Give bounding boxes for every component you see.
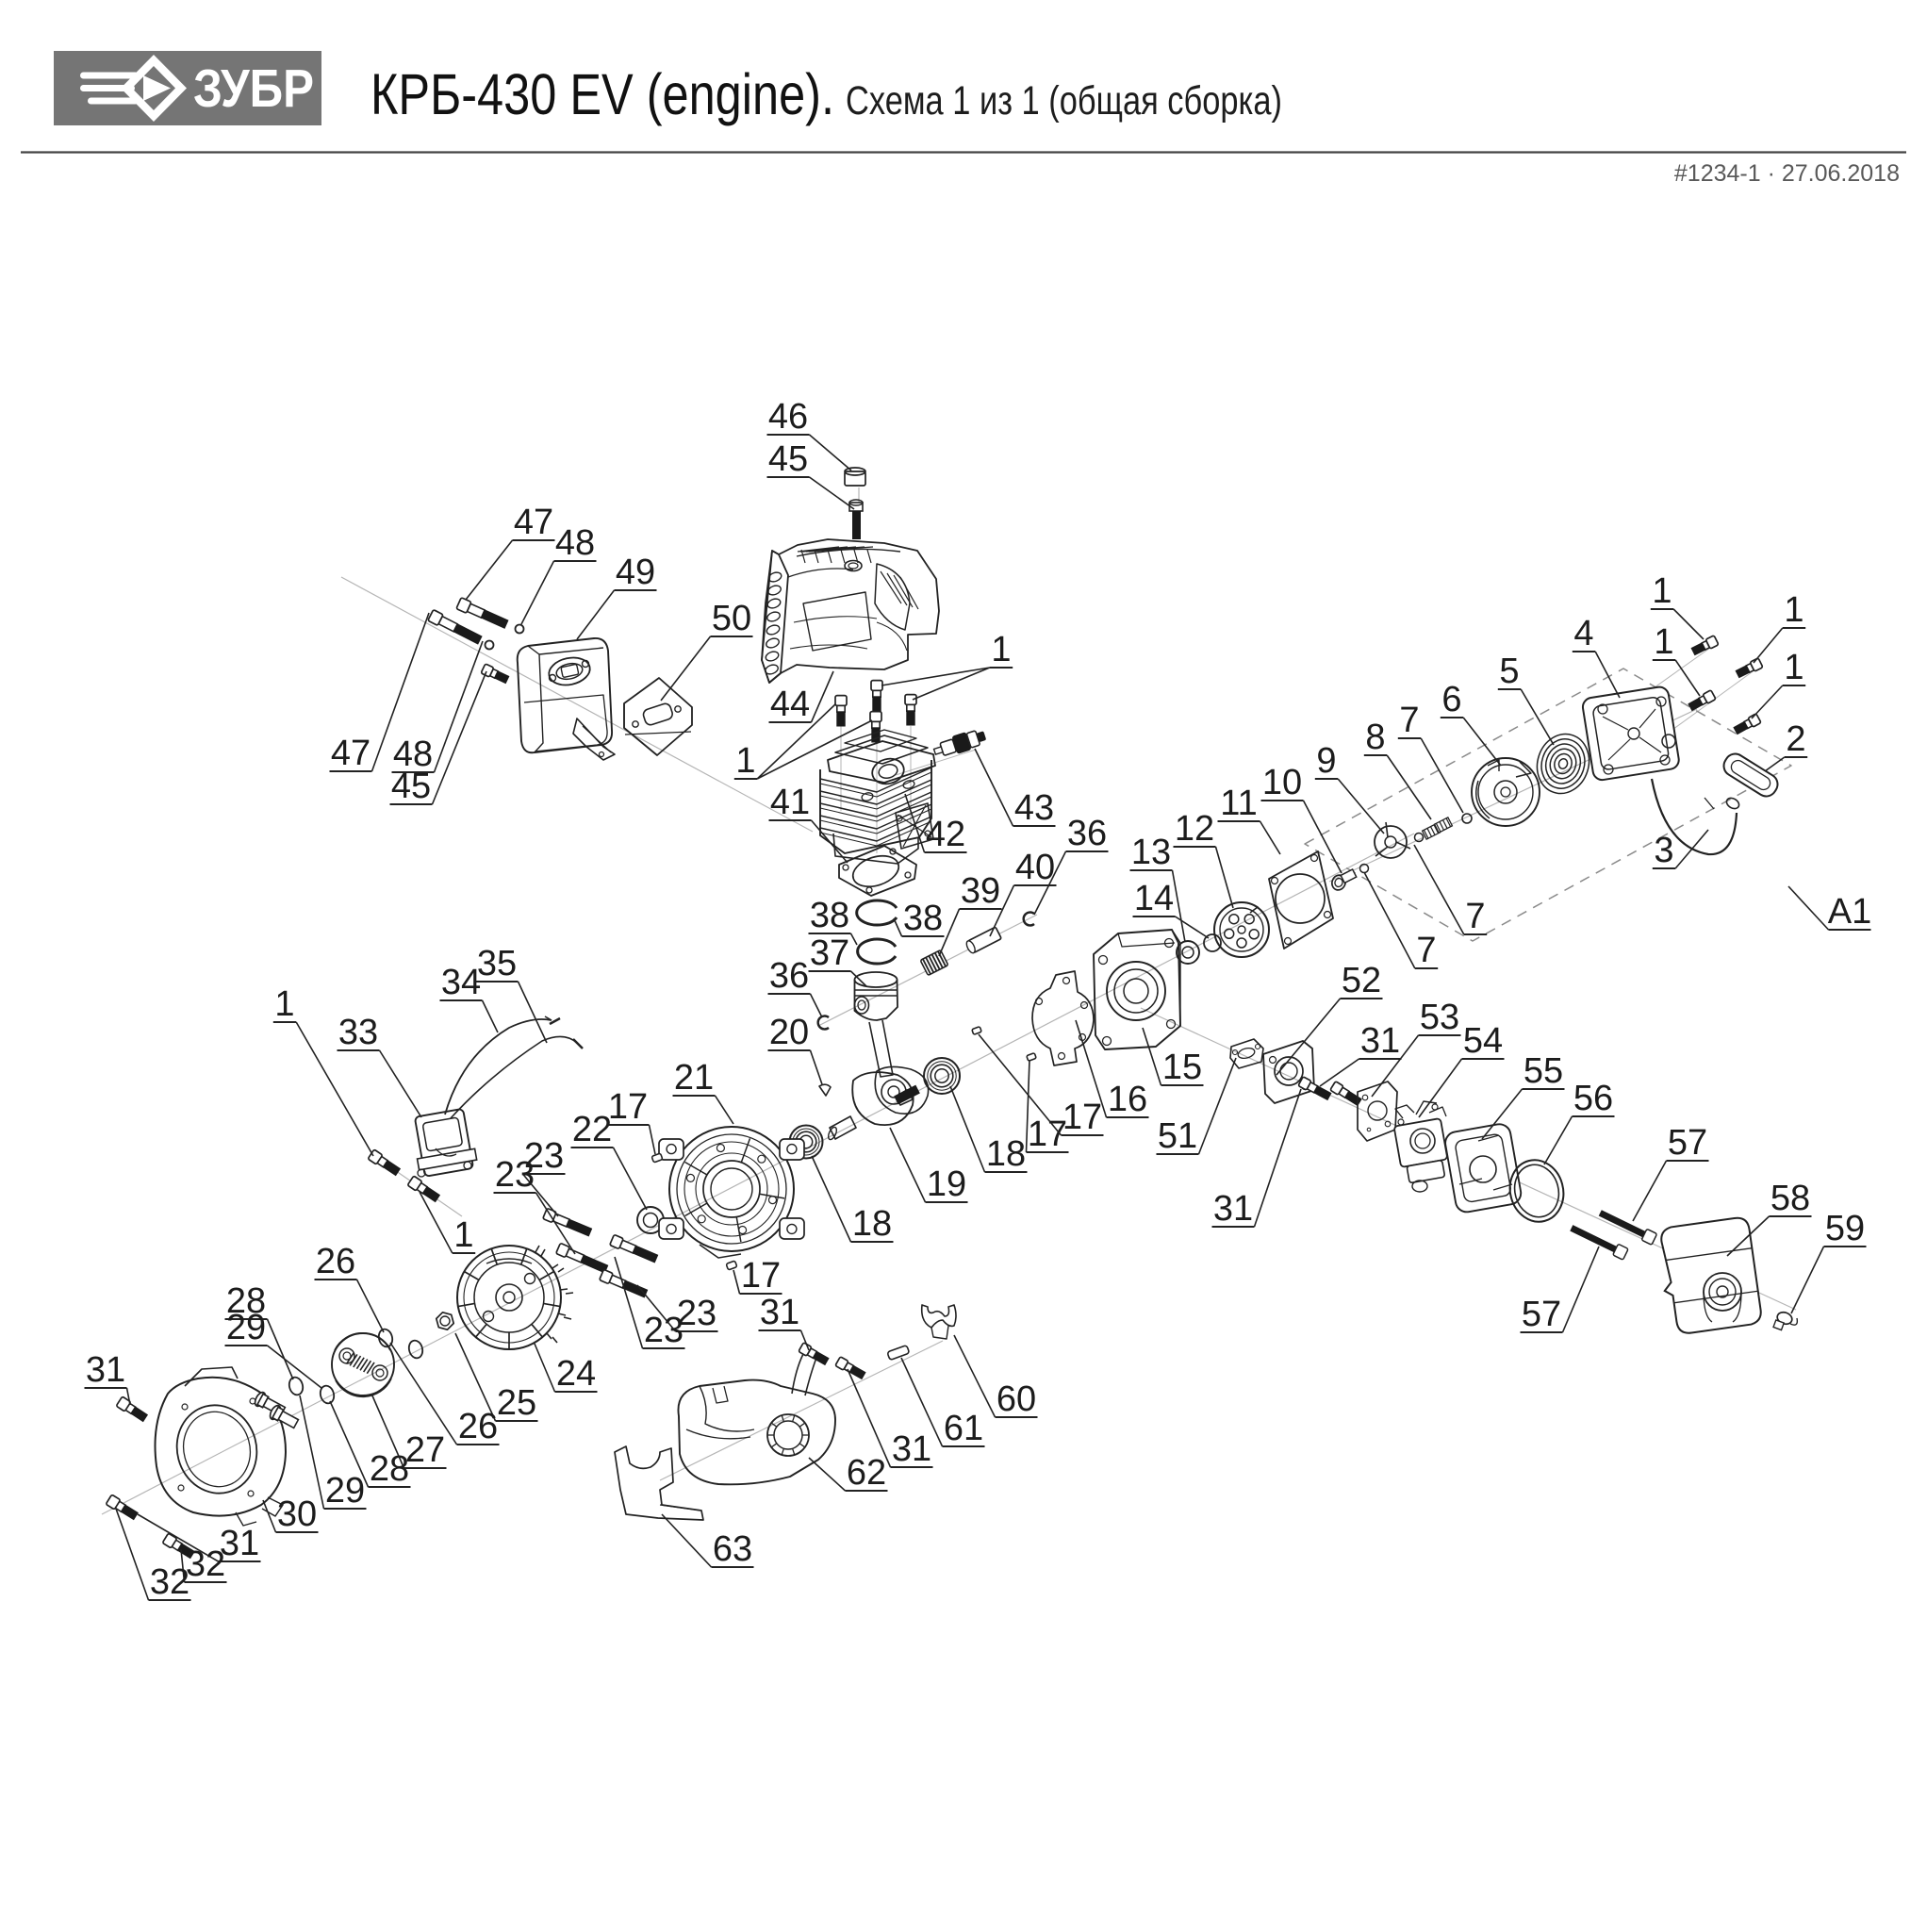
svg-text:21: 21 [674,1058,714,1098]
svg-text:31: 31 [1360,1021,1400,1061]
svg-text:29: 29 [325,1471,365,1511]
svg-text:50: 50 [712,599,751,638]
svg-text:63: 63 [713,1529,752,1569]
svg-text:22: 22 [572,1110,612,1149]
svg-text:52: 52 [1342,961,1381,1000]
svg-text:7: 7 [1465,897,1485,936]
svg-text:47: 47 [514,503,553,542]
svg-text:23: 23 [677,1294,716,1333]
svg-text:35: 35 [477,944,517,983]
svg-text:42: 42 [926,815,965,854]
svg-text:54: 54 [1463,1021,1503,1061]
svg-text:1: 1 [1784,648,1803,687]
svg-text:32: 32 [186,1544,225,1584]
svg-text:24: 24 [556,1354,596,1394]
svg-text:6: 6 [1441,680,1461,719]
svg-text:31: 31 [892,1429,931,1469]
svg-text:8: 8 [1365,718,1385,757]
svg-text:12: 12 [1175,809,1214,849]
svg-text:34: 34 [441,963,481,1002]
svg-text:13: 13 [1131,833,1171,872]
svg-text:7: 7 [1399,701,1419,740]
svg-text:1: 1 [1652,571,1672,611]
svg-text:27: 27 [405,1430,445,1470]
svg-text:23: 23 [644,1311,684,1350]
svg-text:39: 39 [961,871,1000,911]
svg-text:25: 25 [497,1383,536,1423]
svg-text:59: 59 [1825,1209,1865,1248]
svg-text:29: 29 [226,1308,266,1347]
svg-text:38: 38 [810,896,849,935]
svg-text:40: 40 [1015,848,1055,887]
svg-text:10: 10 [1262,763,1302,802]
svg-text:31: 31 [1213,1189,1253,1229]
svg-text:16: 16 [1108,1080,1147,1119]
svg-text:1: 1 [1784,590,1803,630]
svg-text:11: 11 [1220,784,1257,823]
svg-text:28: 28 [226,1281,266,1321]
svg-text:1: 1 [1654,622,1673,662]
svg-text:45: 45 [768,439,808,479]
svg-text:33: 33 [338,1013,378,1052]
svg-text:28: 28 [370,1449,409,1489]
svg-text:17: 17 [1062,1098,1102,1137]
svg-text:48: 48 [555,523,595,563]
svg-text:49: 49 [616,553,655,592]
svg-text:26: 26 [316,1242,355,1281]
svg-text:62: 62 [847,1453,886,1493]
svg-text:60: 60 [996,1379,1036,1419]
svg-text:2: 2 [1786,719,1805,759]
svg-text:31: 31 [220,1524,259,1563]
svg-text:31: 31 [760,1293,799,1332]
svg-text:18: 18 [986,1134,1026,1174]
svg-text:1: 1 [274,984,294,1024]
svg-text:51: 51 [1158,1116,1197,1156]
svg-text:56: 56 [1573,1079,1613,1118]
svg-text:37: 37 [810,933,849,973]
svg-text:32: 32 [150,1562,189,1602]
svg-text:45: 45 [391,767,431,806]
svg-text:17: 17 [741,1256,781,1296]
svg-text:46: 46 [768,397,808,437]
svg-text:3: 3 [1654,831,1673,870]
svg-text:23: 23 [495,1155,535,1195]
svg-text:57: 57 [1668,1123,1707,1163]
svg-text:23: 23 [524,1136,564,1176]
svg-text:#1234-1 · 27.06.2018: #1234-1 · 27.06.2018 [1674,160,1900,187]
svg-text:55: 55 [1523,1051,1563,1091]
svg-text:36: 36 [769,956,809,996]
svg-text:14: 14 [1134,879,1174,918]
svg-text:43: 43 [1014,788,1054,828]
svg-text:9: 9 [1316,741,1336,781]
svg-text:1: 1 [991,630,1011,669]
svg-text:38: 38 [903,899,943,938]
svg-text:61: 61 [944,1409,983,1448]
svg-text:47: 47 [331,734,371,773]
svg-text:18: 18 [852,1204,892,1244]
svg-text:36: 36 [1067,814,1107,853]
svg-text:4: 4 [1573,614,1593,653]
svg-text:5: 5 [1499,652,1519,691]
svg-text:A1: A1 [1828,892,1871,932]
svg-text:1: 1 [735,741,755,781]
svg-text:41: 41 [770,783,810,822]
svg-text:Схема 1 из 1 (общая сборка): Схема 1 из 1 (общая сборка) [846,78,1282,124]
svg-text:19: 19 [927,1164,966,1204]
svg-text:30: 30 [277,1494,317,1534]
svg-text:31: 31 [86,1350,125,1390]
svg-text:58: 58 [1771,1179,1810,1218]
svg-text:1: 1 [453,1215,473,1255]
svg-text:15: 15 [1162,1048,1202,1087]
svg-text:53: 53 [1420,998,1459,1037]
svg-text:26: 26 [458,1407,498,1446]
svg-text:48: 48 [393,735,433,774]
svg-text:КРБ-430 EV (engine).: КРБ-430 EV (engine). [371,62,834,126]
svg-text:44: 44 [770,685,810,724]
svg-text:20: 20 [769,1013,809,1052]
svg-text:57: 57 [1522,1295,1561,1334]
svg-text:17: 17 [608,1087,648,1127]
svg-text:7: 7 [1416,931,1436,970]
svg-text:ЗУБР: ЗУБР [193,58,314,119]
